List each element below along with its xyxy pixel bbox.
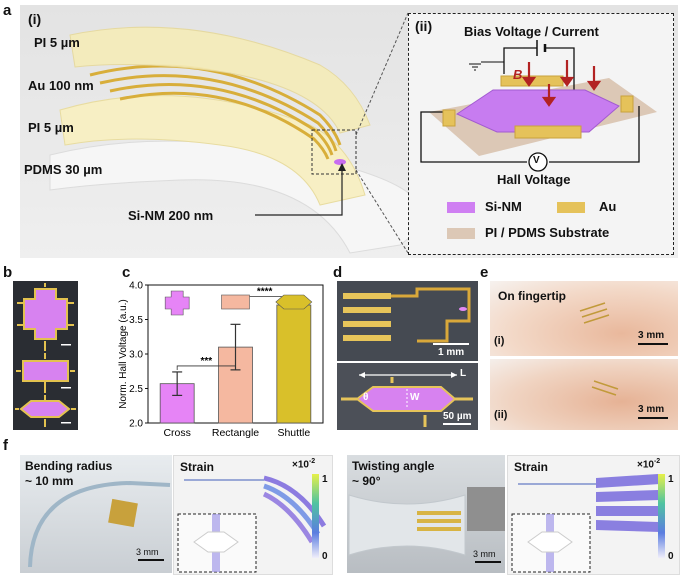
panel-d-l-label: L (460, 368, 467, 379)
panel-d-bottom-micrograph: L W θ 50 µm (337, 363, 478, 430)
bending-radius-value: ~ 10 mm (25, 474, 74, 488)
y-tick-label: 3.5 (129, 315, 143, 326)
rectangle-shape-icon (221, 294, 250, 310)
twisting-strain-map (511, 474, 665, 573)
legend-sinm-swatch (447, 202, 475, 213)
panel-f-label: f (3, 437, 8, 454)
bias-voltage-label: Bias Voltage / Current (464, 24, 599, 39)
panel-b-label: b (3, 264, 13, 281)
electrode-array-micrograph (343, 287, 471, 345)
x-tick-label: Rectangle (212, 427, 259, 439)
panel-e-sub-ii: (ii) (494, 409, 508, 421)
colorbar-exponent-1: ×10-2 (292, 458, 316, 471)
x-tick-label: Cross (163, 427, 190, 439)
shuttle-device-micrograph (341, 372, 473, 427)
shuttle-shape-icon (275, 294, 313, 310)
colorbar-exponent-2: ×10-2 (637, 458, 661, 471)
layer-stack-illustration (49, 12, 423, 254)
twisting-scale-bar-label: 3 mm (473, 549, 496, 559)
fingertip-device-ii (591, 380, 668, 419)
hall-voltage-label: Hall Voltage (497, 172, 571, 187)
layer-label-pi-top: PI 5 µm (34, 35, 80, 50)
panel-d-scale-top: 1 mm (438, 347, 465, 358)
colorbar-min-1: 0 (322, 551, 328, 562)
panel-a-sub-ii: (ii) (415, 18, 433, 34)
legend-sinm-label: Si-NM (485, 199, 522, 214)
significance-bracket (176, 365, 236, 370)
panel-e-label: e (480, 264, 489, 281)
twisting-angle-title: Twisting angle (352, 459, 435, 473)
bending-radius-title: Bending radius (25, 459, 113, 473)
panel-d-top-micrograph: 1 mm (337, 281, 478, 361)
device-shapes-micrograph (15, 283, 76, 427)
twisted-film-illustration (348, 487, 505, 563)
colorbar-min-2: 0 (668, 551, 674, 562)
panel-a-background: (i) PI 5 µm Au 100 nm PI 5 µm PDMS 30 µm… (20, 5, 678, 258)
y-tick-label: 3.0 (129, 350, 143, 361)
panel-f-twisting-photo: Twisting angle ~ 90° 3 mm (347, 455, 505, 573)
panel-e-scale-i: 3 mm (638, 330, 665, 341)
y-tick-label: 2.5 (129, 384, 143, 395)
bending-scale-bar-label: 3 mm (136, 547, 159, 557)
twisting-angle-value: ~ 90° (352, 474, 381, 488)
magnetic-field-b-label: B (513, 67, 523, 82)
colorbar-max-1: 1 (322, 474, 328, 485)
panel-e-fingertip-photo-ii: (ii) 3 mm (490, 359, 678, 430)
panel-a-label: a (3, 2, 12, 19)
hall-device-schematic (420, 40, 657, 172)
legend-substrate-swatch (447, 228, 475, 239)
layer-label-pdms: PDMS 30 µm (24, 162, 103, 177)
significance-label: **** (257, 287, 273, 298)
panel-e-fingertip-photo-i: On fingertip (i) 3 mm (490, 281, 678, 356)
y-tick-label: 2.0 (129, 419, 143, 430)
layer-label-au: Au 100 nm (28, 78, 94, 93)
x-tick-label: Shuttle (277, 427, 310, 439)
panel-f-bending-photo: Bending radius ~ 10 mm 3 mm (20, 455, 172, 573)
zoom-panel-ii: (ii) Bias Voltage / Current (408, 13, 674, 255)
bending-strain-map (177, 474, 327, 573)
voltmeter-symbol: V (533, 155, 540, 166)
y-axis-label: Norm. Hall Voltage (a.u.) (118, 299, 129, 409)
panel-a-sub-i: (i) (28, 11, 42, 27)
panel-b-micrographs (13, 281, 78, 430)
significance-label: *** (200, 356, 212, 367)
bar (276, 304, 312, 424)
panel-e-scale-ii: 3 mm (638, 404, 665, 415)
cross-shape-icon (164, 290, 190, 316)
colorbar-max-2: 1 (668, 474, 674, 485)
panel-d-scale-bottom: 50 µm (443, 411, 472, 422)
panel-f-bending-strain: Strain ×10-2 1 0 (173, 455, 333, 575)
panel-e-sub-i: (i) (494, 335, 505, 347)
panel-d-w-label: W (410, 392, 420, 403)
strain-title-bending: Strain (180, 460, 215, 474)
panel-f-twisting-strain: Strain ×10-2 1 0 (507, 455, 680, 575)
panel-c-label: c (122, 264, 131, 281)
bent-film-illustration (28, 480, 171, 568)
legend-au-label: Au (599, 199, 617, 214)
y-tick-label: 4.0 (129, 281, 143, 292)
legend-substrate-label: PI / PDMS Substrate (485, 225, 610, 240)
panel-d-label: d (333, 264, 343, 281)
legend-au-swatch (557, 202, 585, 213)
layer-label-pi-bottom: PI 5 µm (28, 120, 74, 135)
strain-title-twisting: Strain (514, 460, 549, 474)
fingertip-device-i (579, 302, 668, 345)
panel-d-theta-label: θ (363, 392, 369, 403)
panel-e-title: On fingertip (498, 289, 566, 303)
layer-label-sinm: Si-NM 200 nm (128, 208, 214, 223)
